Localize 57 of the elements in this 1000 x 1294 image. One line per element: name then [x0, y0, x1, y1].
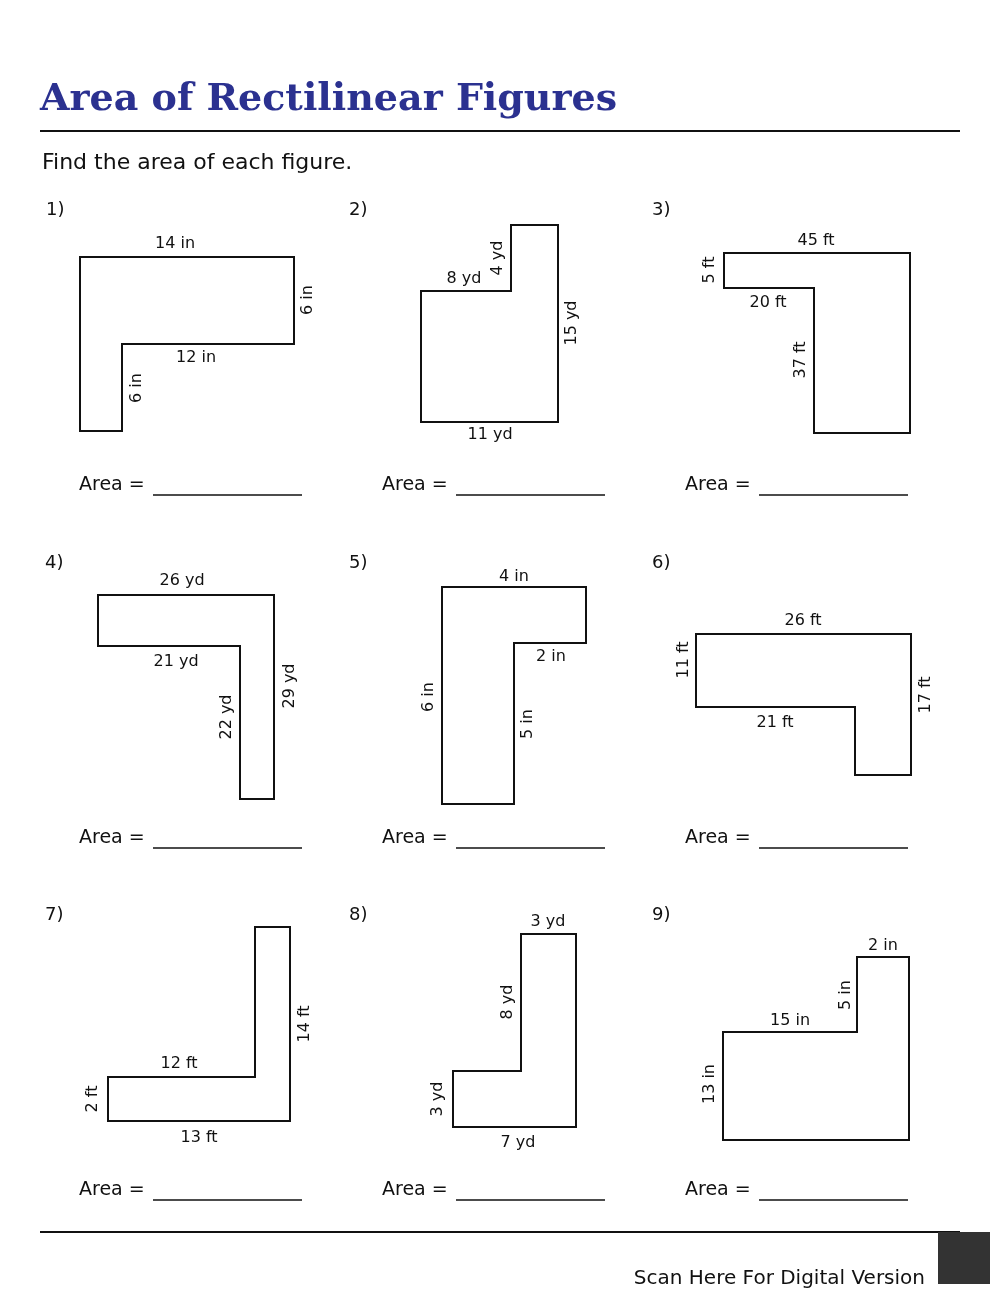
answer-label: Area = [685, 473, 751, 493]
dimension-label: 21 yd [153, 653, 199, 669]
dimension-label: 13 in [701, 1064, 717, 1104]
answer-label: Area = [382, 826, 448, 846]
dimension-label: 4 in [499, 568, 529, 584]
dimension-label: 22 yd [218, 694, 234, 740]
dimension-label: 2 ft [84, 1085, 100, 1113]
dimension-label: 8 yd [499, 984, 515, 1020]
answer-label: Area = [382, 473, 448, 493]
dimension-label: 7 yd [500, 1134, 536, 1150]
answer-label: Area = [79, 1178, 145, 1198]
dimension-label: 5 ft [701, 256, 717, 284]
dimension-label: 45 ft [797, 232, 835, 248]
answer-label: Area = [79, 826, 145, 846]
dimension-label: 26 ft [784, 612, 822, 628]
answer-label: Area = [685, 1178, 751, 1198]
dimension-label: 21 ft [756, 714, 794, 730]
dimension-label: 6 in [128, 373, 144, 403]
dimension-label: 4 yd [489, 240, 505, 276]
dimension-label: 13 ft [180, 1129, 218, 1145]
problem-number: 4) [45, 553, 64, 571]
dimension-label: 15 in [770, 1012, 810, 1028]
dimension-label: 2 in [868, 937, 898, 953]
answer-label: Area = [685, 826, 751, 846]
dimension-label: 29 yd [281, 663, 297, 709]
problem-number: 8) [349, 905, 368, 923]
footer-text: Scan Here For Digital Version [633, 1267, 925, 1287]
dimension-label: 26 yd [159, 572, 205, 588]
problem-number: 7) [45, 905, 64, 923]
problem-number: 1) [46, 200, 65, 218]
dimension-label: 14 in [155, 235, 195, 251]
worksheet-title: Area of Rectilinear Figures [40, 74, 618, 119]
problem-number: 6) [652, 553, 671, 571]
dimension-label: 8 yd [446, 270, 482, 286]
dimension-label: 6 in [420, 682, 436, 712]
dimension-label: 12 in [176, 349, 216, 365]
dimension-label: 15 yd [563, 300, 579, 346]
problem-number: 5) [349, 553, 368, 571]
dimension-label: 5 in [519, 709, 535, 739]
dimension-label: 5 in [837, 980, 853, 1010]
dimension-label: 17 ft [917, 676, 933, 714]
problem-number: 2) [349, 200, 368, 218]
dimension-label: 3 yd [530, 913, 566, 929]
dimension-label: 12 ft [160, 1055, 198, 1071]
answer-label: Area = [382, 1178, 448, 1198]
dimension-label: 37 ft [792, 341, 808, 379]
instructions-text: Find the area of each figure. [42, 151, 353, 173]
problem-number: 3) [652, 200, 671, 218]
dimension-label: 14 ft [296, 1005, 312, 1043]
dimension-label: 2 in [536, 648, 566, 664]
dimension-label: 11 ft [675, 641, 691, 679]
dimension-label: 6 in [299, 285, 315, 315]
dimension-label: 20 ft [749, 294, 787, 310]
problem-number: 9) [652, 905, 671, 923]
dimension-label: 3 yd [429, 1081, 445, 1117]
dimension-label: 11 yd [467, 426, 513, 442]
answer-label: Area = [79, 473, 145, 493]
